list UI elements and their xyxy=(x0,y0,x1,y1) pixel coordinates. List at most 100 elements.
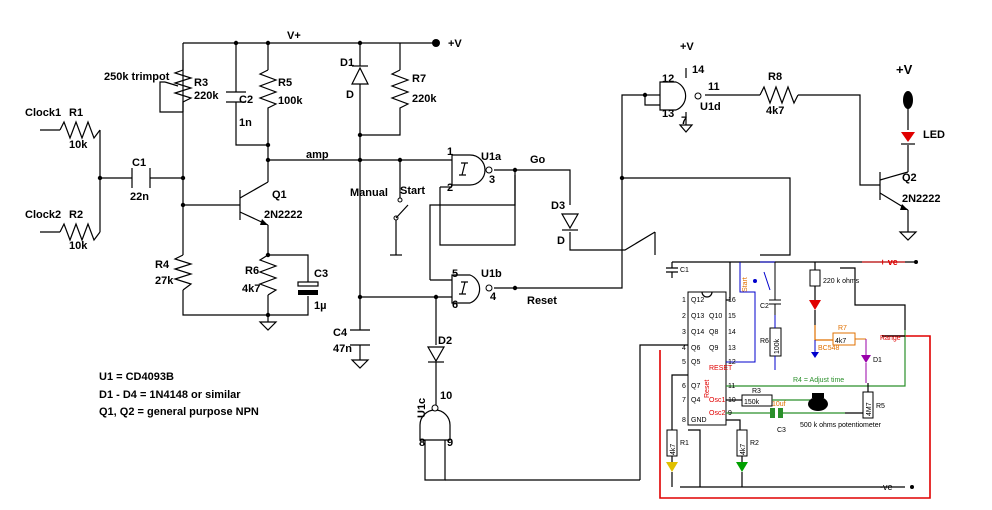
r6-label: R6 xyxy=(245,265,259,277)
junction-dots xyxy=(97,40,648,318)
inset-r6: R6 xyxy=(760,338,769,345)
u1d-label: U1d xyxy=(700,101,721,113)
r7-resistor xyxy=(390,69,410,112)
ic-pin-num-left-7: 8 xyxy=(682,417,686,424)
u1d-pin7: 7 xyxy=(681,115,687,127)
u1d-gate xyxy=(659,81,687,111)
c2-label: C2 xyxy=(239,94,253,106)
inset-r1: R1 xyxy=(680,440,689,447)
u1a-pin1: 1 xyxy=(447,146,453,158)
led-indicator xyxy=(901,91,915,145)
manual-start-switch xyxy=(393,197,409,221)
c3-value: 1µ xyxy=(314,300,326,312)
amp-label: amp xyxy=(306,149,329,161)
r8-value: 4k7 xyxy=(766,105,784,117)
u1a-gate xyxy=(451,154,486,186)
r3-value: 220k xyxy=(194,90,219,102)
c4-label: C4 xyxy=(333,327,348,339)
r1-value: 10k xyxy=(69,139,88,151)
q1-label: Q1 xyxy=(272,189,287,201)
r6-value: 4k7 xyxy=(242,283,260,295)
led-vplus-label: +V xyxy=(896,62,913,77)
r7-value: 220k xyxy=(412,93,437,105)
ic-pin-num-right-7: 9 xyxy=(728,410,732,417)
r4-label: R4 xyxy=(155,259,170,271)
inset-r2: R2 xyxy=(750,440,759,447)
inset-labels: + ve -ve C1 220 k ohms C2 R6 100k Start … xyxy=(670,257,901,492)
u1b-gate xyxy=(451,274,481,304)
u1d-pin13: 13 xyxy=(662,108,674,120)
ic-pin-num-left-5: 6 xyxy=(682,383,686,390)
u1b-pin5: 5 xyxy=(452,268,458,280)
ic-pin-num-left-2: 3 xyxy=(682,329,686,336)
ic-pin-left-5: Q7 xyxy=(691,383,700,390)
u1b-pin4: 4 xyxy=(490,291,497,303)
u1d-pin12: 12 xyxy=(662,73,674,85)
ic-pin-right-0: Q10 xyxy=(709,313,722,320)
r7-label: R7 xyxy=(412,73,426,85)
note-u1: U1 = CD4093B xyxy=(99,371,174,383)
trimpot-label: 250k trimpot xyxy=(104,71,170,83)
ic-pin-left-3: Q6 xyxy=(691,345,700,352)
ic-pin-labels: Q12Q13Q14Q6Q5Q7Q4GND12345678Q10Q8Q9RESET… xyxy=(682,297,736,424)
ic-pin-num-left-1: 2 xyxy=(682,313,686,320)
c3-label: C3 xyxy=(314,268,328,280)
c1-value: 22n xyxy=(130,191,149,203)
d3-value: D xyxy=(557,235,565,247)
r8-resistor xyxy=(759,85,799,105)
c2-capacitor xyxy=(226,91,246,103)
ic-pin-left-2: Q14 xyxy=(691,329,704,336)
inset-neg-rail: -ve xyxy=(880,482,893,492)
inset-r6-value: 100k xyxy=(774,338,781,354)
r3-resistor xyxy=(172,69,194,112)
u1c-label: U1c xyxy=(416,398,428,418)
q1-value: 2N2222 xyxy=(264,209,303,221)
inset-r3: R3 xyxy=(752,388,761,395)
ic-pin-right-1: Q8 xyxy=(709,329,718,336)
reset-label: Reset xyxy=(527,295,557,307)
r4-value: 27k xyxy=(155,275,174,287)
inset-c2: C2 xyxy=(760,303,769,310)
ic-pin-num-right-0: 16 xyxy=(728,297,736,304)
diodes xyxy=(351,65,580,363)
d2-label: D2 xyxy=(438,335,452,347)
d2-diode xyxy=(426,346,446,363)
nand-gates xyxy=(419,81,702,441)
inset-reset-vert: Reset xyxy=(704,380,711,398)
ic-pin-left-1: Q13 xyxy=(691,313,704,320)
r3-wiper xyxy=(164,81,179,87)
capacitors xyxy=(131,91,370,346)
inset-timer-panel xyxy=(622,177,931,499)
v-plus-label: +V xyxy=(448,38,462,50)
u1b-pin6: 6 xyxy=(452,299,458,311)
r5-resistor xyxy=(258,69,278,112)
ic-pin-right-2: Q9 xyxy=(709,345,718,352)
u1c-pin8: 8 xyxy=(419,437,425,449)
inset-bc548: BC548 xyxy=(818,345,840,352)
u1d-pin14: 14 xyxy=(692,64,705,76)
u1c-pin9: 9 xyxy=(447,437,453,449)
q2-value: 2N2222 xyxy=(902,193,941,205)
inset-c1: C1 xyxy=(680,267,689,274)
inset-start-vert: Start xyxy=(742,277,749,292)
c1-capacitor xyxy=(131,168,151,188)
c1-label: C1 xyxy=(132,157,146,169)
start-label: Start xyxy=(400,185,425,197)
inset-220k: 220 k ohms xyxy=(823,278,860,285)
inset-pot: 500 k ohms potentiometer xyxy=(800,422,882,429)
resistors xyxy=(59,69,799,296)
r6-resistor xyxy=(258,254,278,296)
inset-r4-note: R4 = Adjust time xyxy=(793,377,844,384)
go-label: Go xyxy=(530,154,546,166)
inset-r5: R5 xyxy=(876,403,885,410)
u1d-vplus-label: +V xyxy=(680,41,694,53)
r2-label: R2 xyxy=(69,209,83,221)
r2-value: 10k xyxy=(69,240,88,252)
main-labels: V+ +V 250k trimpot R3 220k R5 100k C2 1n… xyxy=(25,30,945,449)
ic-pin-num-left-0: 1 xyxy=(682,297,686,304)
q2-transistor xyxy=(879,171,909,211)
u1a-pin2: 2 xyxy=(447,182,453,194)
r8-label: R8 xyxy=(768,71,782,83)
ic-pin-right-3: RESET xyxy=(709,365,733,372)
